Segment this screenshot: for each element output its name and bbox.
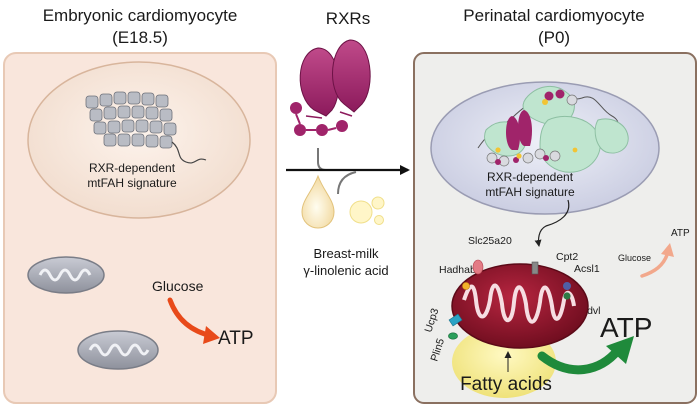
mito-proteins bbox=[448, 259, 571, 340]
milk-label-line1: Breast-milk bbox=[313, 246, 379, 261]
gene-label-slc25a20: Slc25a20 bbox=[468, 235, 512, 247]
right-nucleus-label-line2: mtFAH signature bbox=[485, 185, 575, 199]
right-glucose-label: Glucose bbox=[618, 253, 651, 263]
plin5-marker bbox=[448, 332, 458, 340]
compact-chromatin bbox=[85, 91, 207, 164]
big-atp-label: ATP bbox=[600, 312, 652, 343]
gene-label-cpt2: Cpt2 bbox=[556, 251, 578, 263]
left-title-line2: (E18.5) bbox=[112, 28, 168, 47]
mitochondrion-grey-2 bbox=[77, 330, 159, 370]
acadvl-marker bbox=[563, 292, 571, 300]
right-nucleus-label-line1: RXR-dependent bbox=[487, 170, 574, 184]
rxr-dimer bbox=[290, 39, 371, 136]
open-chromatin bbox=[477, 86, 629, 173]
milk-label-line2: γ-linolenic acid bbox=[303, 263, 388, 278]
left-atp-label: ATP bbox=[218, 328, 254, 349]
right-title-line2: (P0) bbox=[538, 28, 570, 47]
mitochondrion-red bbox=[451, 263, 589, 349]
atp-output-arrow-head bbox=[606, 336, 634, 364]
mitochondrion-grey-1 bbox=[27, 256, 105, 294]
glucose-arrow-head bbox=[203, 326, 220, 344]
left-nucleus-label-line2: mtFAH signature bbox=[87, 176, 177, 190]
acsl1-marker bbox=[563, 282, 571, 290]
left-title-line1: Embryonic cardiomyocyte bbox=[43, 6, 238, 25]
ucp3-marker bbox=[448, 313, 463, 327]
rxr-connector bbox=[317, 148, 398, 171]
gene-label-hadhab: Hadhab bbox=[439, 264, 476, 276]
atp-output-arrow bbox=[537, 345, 623, 375]
right-glucose-arrow-head bbox=[661, 243, 674, 257]
hadhab-marker bbox=[462, 282, 470, 290]
gene-label-acsl1: Acsl1 bbox=[574, 263, 600, 275]
right-title-line1: Perinatal cardiomyocyte bbox=[463, 6, 644, 25]
small-atp-label: ATP bbox=[671, 228, 690, 239]
left-glucose-label: Glucose bbox=[152, 278, 204, 294]
slc25a20-transporter bbox=[472, 259, 484, 275]
breast-milk-drop-icon bbox=[301, 174, 385, 229]
signature-to-mito-arrow bbox=[534, 199, 570, 247]
rxrs-label: RXRs bbox=[326, 9, 370, 28]
left-nucleus-label-line1: RXR-dependent bbox=[89, 161, 176, 175]
cpt2-channel bbox=[531, 261, 539, 275]
milk-connector bbox=[337, 171, 357, 195]
fatty-acids-label: Fatty acids bbox=[460, 374, 552, 395]
